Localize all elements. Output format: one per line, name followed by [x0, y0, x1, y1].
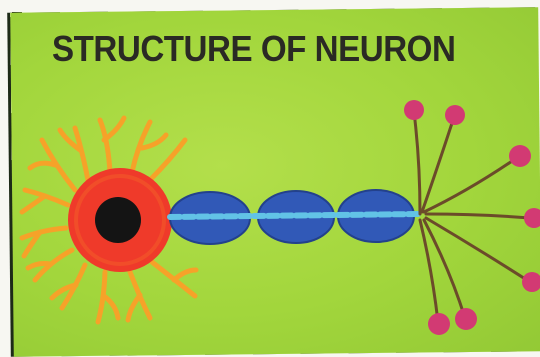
terminal-bulb: [404, 100, 424, 120]
terminal-bulb: [522, 272, 540, 292]
terminal-bulb: [509, 145, 531, 167]
axon: [170, 214, 420, 217]
nucleus: [95, 197, 141, 243]
terminal-bulb: [524, 208, 540, 228]
axon-terminals: [414, 112, 530, 322]
terminal-bulb: [428, 313, 450, 335]
terminal-bulb: [455, 308, 477, 330]
terminal-bulb: [445, 105, 465, 125]
